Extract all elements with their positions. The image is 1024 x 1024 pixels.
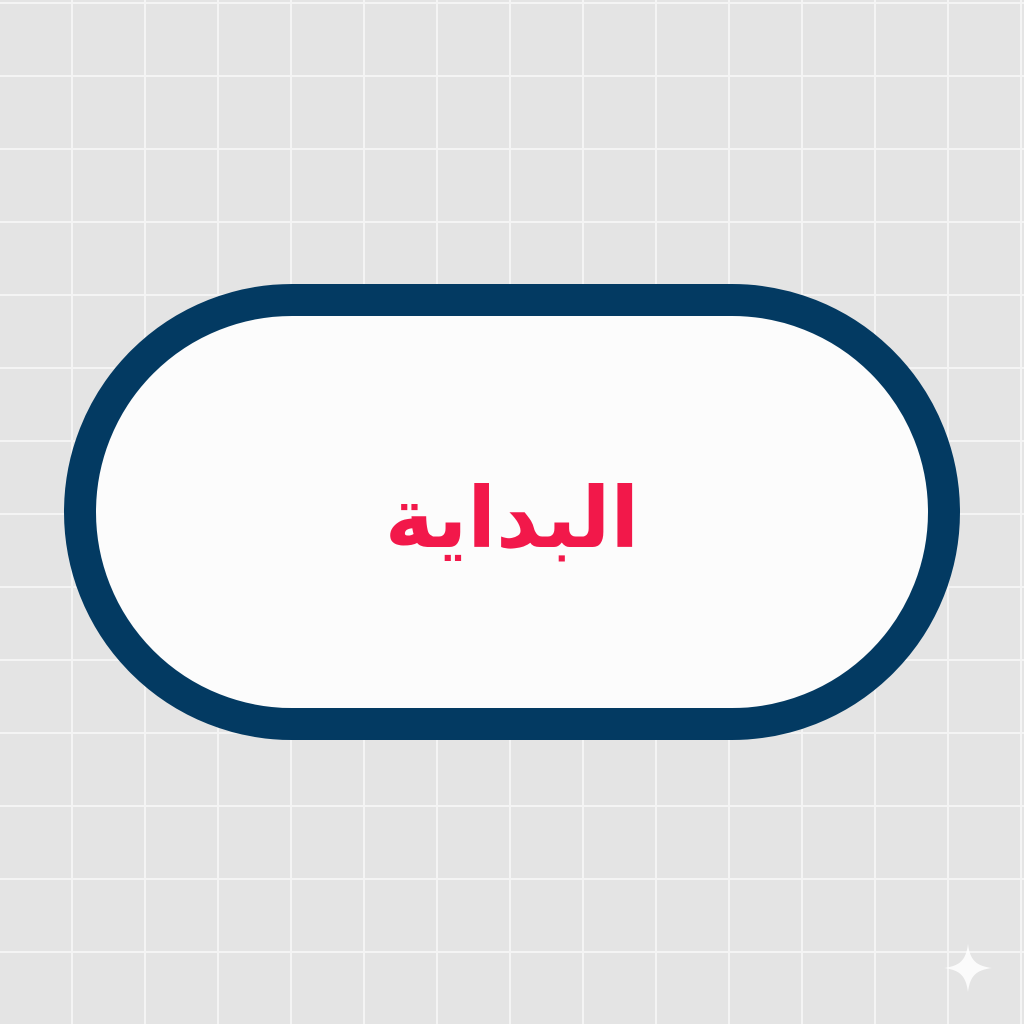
start-node-label: البداية [384,469,640,567]
sparkle-icon [944,944,992,992]
start-node[interactable]: البداية [64,284,960,740]
